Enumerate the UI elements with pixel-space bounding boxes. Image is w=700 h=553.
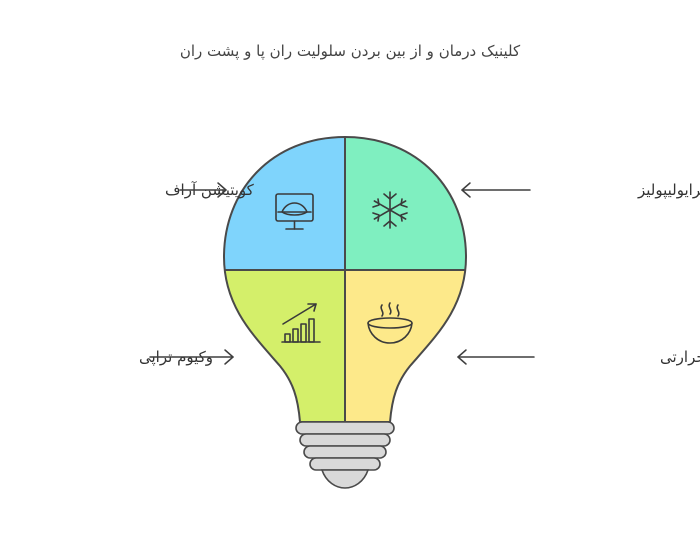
arrow-bottom-left — [149, 349, 234, 365]
hot-bowl-icon — [367, 302, 413, 344]
arrow-bottom-right — [457, 349, 535, 365]
arrow-top-left — [179, 182, 227, 198]
quadrant-bottom-right — [345, 270, 466, 422]
label-heat-pads: پدهای حرارتی — [660, 348, 700, 367]
diagram-title: کلینیک درمان و از بین بردن سلولیت ران پا… — [180, 42, 521, 61]
quadrant-bottom-left — [224, 270, 345, 422]
growth-chart-icon — [281, 303, 321, 343]
monitor-icon — [275, 193, 314, 230]
snowflake-icon — [372, 191, 408, 229]
bulb-socket — [295, 421, 395, 489]
label-cryolipolysis: کرایولیپولیز — [637, 181, 700, 200]
arrow-top-right — [461, 182, 531, 198]
